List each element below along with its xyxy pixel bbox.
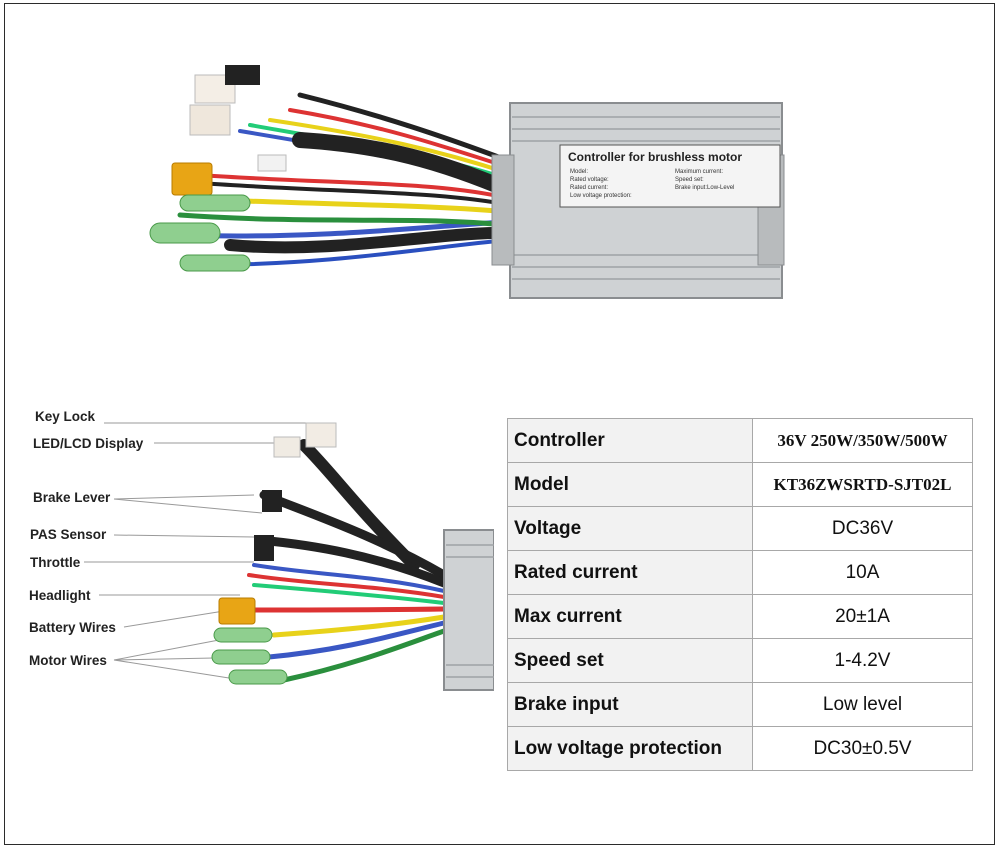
spec-value: 36V 250W/350W/500W (752, 418, 973, 463)
label-key-lock: Key Lock (35, 409, 96, 424)
label-pas-sensor: PAS Sensor (30, 527, 107, 542)
spec-key: Rated current (507, 550, 753, 595)
svg-text:Low voltage protection:: Low voltage protection: (570, 193, 632, 199)
spec-value: DC30±0.5V (752, 726, 973, 771)
controller-label-title: Controller for brushless motor (568, 150, 742, 164)
wiring-photo (84, 422, 494, 691)
spec-value: 1-4.2V (752, 638, 973, 683)
table-row: Model KT36ZWSRTD-SJT02L (507, 462, 973, 507)
spec-table: Controller 36V 250W/350W/500W Model KT36… (507, 418, 973, 771)
spec-key: Model (507, 462, 753, 507)
spec-value: 10A (752, 550, 973, 595)
spec-value: DC36V (752, 506, 973, 551)
spec-key: Controller (507, 418, 753, 463)
svg-text:Speed set:: Speed set: (675, 177, 704, 183)
spec-key: Brake input (507, 682, 753, 727)
label-headlight: Headlight (29, 588, 91, 603)
table-row: Controller 36V 250W/350W/500W (507, 418, 973, 463)
spec-value: Low level (752, 682, 973, 727)
spec-key: Speed set (507, 638, 753, 683)
svg-text:Rated current:: Rated current: (570, 185, 608, 191)
spec-key: Voltage (507, 506, 753, 551)
table-row: Speed set 1-4.2V (507, 638, 973, 683)
spec-key: Max current (507, 594, 753, 639)
spec-key: Low voltage protection (507, 726, 753, 771)
label-display: LED/LCD Display (33, 436, 144, 451)
label-brake-lever: Brake Lever (33, 490, 111, 505)
table-row: Brake input Low level (507, 682, 973, 727)
table-row: Low voltage protection DC30±0.5V (507, 726, 973, 771)
controller-photo: Controller for brushless motor Model: Ra… (149, 65, 785, 299)
svg-text:Model:: Model: (570, 169, 588, 175)
spec-value: KT36ZWSRTD-SJT02L (752, 462, 973, 507)
svg-text:Brake input:Low-Level: Brake input:Low-Level (675, 185, 734, 191)
label-motor-wires: Motor Wires (29, 653, 107, 668)
label-battery-wires: Battery Wires (29, 620, 116, 635)
label-throttle: Throttle (30, 555, 81, 570)
table-row: Voltage DC36V (507, 506, 973, 551)
spec-value: 20±1A (752, 594, 973, 639)
table-row: Max current 20±1A (507, 594, 973, 639)
svg-text:Rated voltage:: Rated voltage: (570, 177, 609, 183)
svg-text:Maximum current:: Maximum current: (675, 169, 723, 175)
table-row: Rated current 10A (507, 550, 973, 595)
